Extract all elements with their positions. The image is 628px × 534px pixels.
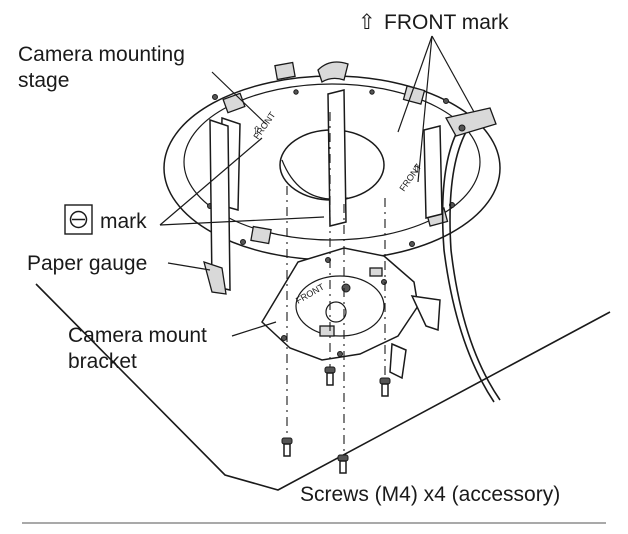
screw-2 — [337, 454, 349, 474]
screws — [281, 366, 391, 474]
minus-mark-icon — [64, 204, 93, 235]
stage-front-arrow-left: ⇧ — [252, 125, 261, 137]
stage-front-arrow-right: ⇧ — [412, 163, 421, 175]
alignment-lines — [286, 112, 386, 458]
front-mark-arrow-icon: ⇧ — [358, 11, 376, 34]
screw-1 — [281, 437, 293, 457]
leader-lines — [159, 35, 475, 337]
camera-mounting-stage-label-line2: stage — [18, 69, 69, 92]
screw-4 — [379, 377, 391, 397]
mark-label: mark — [100, 210, 147, 233]
ceiling-surface — [22, 283, 611, 524]
camera-mounting-stage-label-line1: Camera mounting — [18, 43, 185, 66]
front-mark-label: FRONT mark — [384, 11, 509, 34]
camera-mount-bracket — [261, 247, 441, 380]
paper-gauge-label: Paper gauge — [27, 252, 147, 275]
screws-label: Screws (M4) x4 (accessory) — [300, 483, 560, 506]
cable — [441, 107, 501, 403]
screw-3 — [324, 366, 336, 386]
camera-mount-bracket-label-line1: Camera mount — [68, 324, 207, 347]
camera-mount-bracket-label-line2: bracket — [68, 350, 137, 373]
